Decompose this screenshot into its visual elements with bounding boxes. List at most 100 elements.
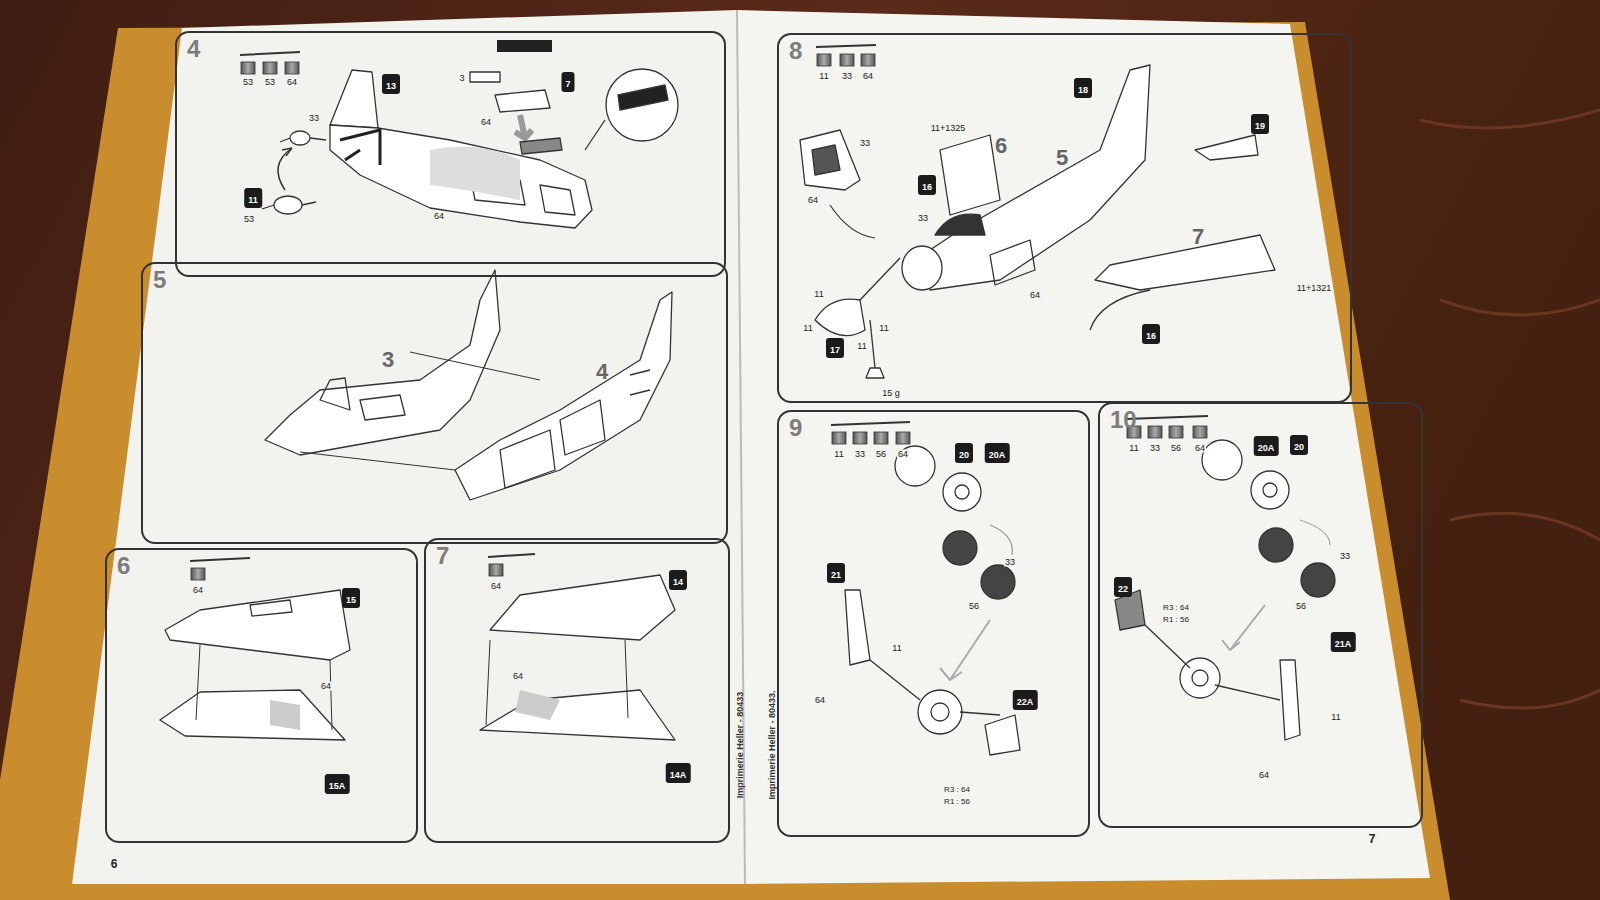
part-tag: 19 — [1251, 114, 1269, 134]
callout-number: 11 — [833, 450, 844, 459]
part-tag: 20 — [955, 443, 973, 463]
part-number: 11 — [248, 195, 258, 205]
paint-note: 11+1321 — [1296, 284, 1333, 293]
part-tag: 13 — [382, 74, 400, 94]
callout-number: 64 — [897, 450, 909, 459]
part-tag: 21A — [1331, 632, 1356, 652]
step-number: 4 — [187, 37, 200, 61]
part-group-number: 7 — [1191, 224, 1205, 250]
callout-number: 64 — [862, 72, 874, 81]
paint-note: R1 : 56 — [943, 798, 971, 806]
part-tag: 22 — [1114, 577, 1132, 597]
part-tag: 16 — [918, 175, 936, 195]
step-number: 7 — [436, 544, 449, 568]
callout-number: 11 — [818, 72, 829, 81]
callout-number: 11 — [856, 342, 867, 351]
part-number: 17 — [830, 345, 840, 355]
callout-number: 64 — [490, 582, 502, 591]
step-number: 5 — [153, 268, 166, 292]
part-number: 13 — [386, 81, 396, 91]
callout-number: 64 — [1029, 291, 1041, 300]
part-number: 14 — [673, 577, 683, 587]
part-number: 7 — [565, 79, 570, 89]
callout-number: 11 — [1330, 713, 1341, 722]
part-group-number: 4 — [595, 359, 609, 385]
step-number: 10 — [1110, 408, 1137, 432]
printer-note: Imprimerie Heller - 80433. — [767, 689, 777, 800]
part-tag: 16 — [1142, 324, 1160, 344]
part-tag: 20 — [1290, 435, 1308, 455]
part-tag: 18 — [1074, 78, 1092, 98]
step-panel: 6 15 15A — [105, 548, 418, 843]
part-tag: 20A — [985, 443, 1010, 463]
step-panel: 7 14 14A — [424, 538, 730, 843]
callout-number: 33 — [854, 450, 866, 459]
callout-number: 53 — [243, 215, 255, 224]
step-panel: 9 20 20A 21 22A — [777, 410, 1090, 837]
callout-number: 33 — [859, 139, 871, 148]
part-tag: 22A — [1013, 690, 1038, 710]
callout-number: 56 — [1295, 602, 1307, 611]
callout-number: 56 — [875, 450, 887, 459]
callout-number: 64 — [320, 682, 332, 691]
part-number: 16 — [922, 182, 932, 192]
callout-number: 11 — [878, 324, 889, 333]
paint-note: 11+1325 — [930, 124, 967, 133]
part-number: 16 — [1146, 331, 1156, 341]
callout-number: 64 — [807, 196, 819, 205]
callout-number: 3 — [458, 74, 465, 83]
callout-number: 33 — [917, 214, 929, 223]
callout-number: 11 — [891, 644, 902, 653]
callout-number: 53 — [242, 78, 254, 87]
paint-note: 15 g — [881, 389, 901, 398]
part-tag: 21 — [827, 563, 845, 583]
part-number: 20A — [1258, 443, 1275, 453]
part-tag: 15A — [325, 774, 350, 794]
callout-number: 11 — [802, 324, 813, 333]
part-number: 20 — [959, 450, 969, 460]
part-number: 18 — [1078, 85, 1088, 95]
part-tag: 15 — [342, 588, 360, 608]
part-tag: 11 — [244, 188, 262, 208]
paint-note: R3 : 64 — [943, 786, 971, 794]
part-number: 20A — [989, 450, 1006, 460]
page-number: 6 — [110, 857, 119, 871]
part-number: 14A — [670, 770, 687, 780]
printer-note: Imprimerie Heller - 80433 — [735, 691, 745, 800]
callout-number: 56 — [968, 602, 980, 611]
callout-number: 64 — [480, 118, 492, 127]
step-number: 9 — [789, 416, 802, 440]
callout-number: 64 — [286, 78, 298, 87]
part-number: 22A — [1017, 697, 1034, 707]
part-number: 21A — [1335, 639, 1352, 649]
part-number: 22 — [1118, 584, 1128, 594]
part-number: 15 — [346, 595, 356, 605]
callout-number: 33 — [308, 114, 320, 123]
callout-number: 64 — [814, 696, 826, 705]
part-group-number: 3 — [381, 347, 395, 373]
callout-number: 33 — [1339, 552, 1351, 561]
callout-number: 33 — [1149, 444, 1161, 453]
part-number: 21 — [831, 570, 841, 580]
callout-number: 64 — [1258, 771, 1270, 780]
part-group-number: 6 — [994, 133, 1008, 159]
page-number: 7 — [1368, 832, 1377, 846]
part-group-number: 5 — [1055, 145, 1069, 171]
callout-number: 33 — [1004, 558, 1016, 567]
paint-note: R3 : 64 — [1162, 604, 1190, 612]
callout-number: 11 — [813, 290, 824, 299]
step-number: 6 — [117, 554, 130, 578]
part-tag: 14A — [666, 763, 691, 783]
part-number: 15A — [329, 781, 346, 791]
step-panel: 10 20A 20 22 21A — [1098, 402, 1423, 828]
part-tag: 14 — [669, 570, 687, 590]
step-panel: 4 13 7 11 — [175, 31, 726, 277]
callout-number: 56 — [1170, 444, 1182, 453]
callout-number: 53 — [264, 78, 276, 87]
part-number: 19 — [1255, 121, 1265, 131]
callout-number: 64 — [1194, 444, 1206, 453]
part-number: 20 — [1294, 442, 1304, 452]
part-tag: 17 — [826, 338, 844, 358]
part-tag: 20A — [1254, 436, 1279, 456]
